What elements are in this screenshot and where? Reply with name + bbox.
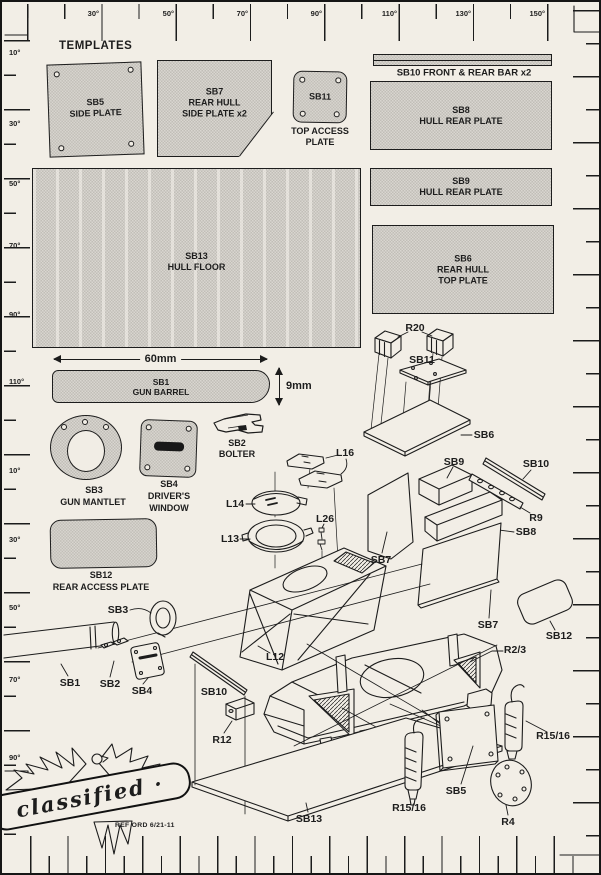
part-label-sb11: SB11: [409, 354, 435, 366]
template-sb9-hull-rear-plate: SB9 HULL REAR PLATE: [370, 168, 552, 206]
template-sb3-caption: SB3: [85, 485, 103, 495]
template-name: SIDE PLATE x2: [182, 108, 247, 119]
part-label-sb9: SB9: [443, 456, 465, 468]
ruler-top-label: 110°: [381, 9, 397, 18]
part-label-sb1: SB1: [59, 677, 81, 689]
rivet-hole-icon: [103, 424, 109, 430]
template-sb13-hull-floor: SB13 HULL FLOOR: [32, 168, 361, 348]
template-name: HULL REAR PLATE: [419, 115, 503, 126]
template-sb8-hull-rear-plate: SB8 HULL REAR PLATE: [370, 81, 552, 150]
part-label-r20: R20: [405, 322, 425, 334]
template-name: HULL REAR PLATE: [419, 187, 503, 197]
template-name: REAR HULL: [188, 97, 241, 108]
part-label-l14: L14: [225, 498, 245, 510]
rivet-hole-icon: [82, 419, 88, 425]
template-sb1-gun-barrel: SB1 GUN BARREL: [52, 370, 270, 403]
template-sb12-caption: SB12: [89, 570, 113, 580]
template-id: SB6: [454, 253, 472, 263]
part-label-r2-3: R2/3: [503, 644, 527, 656]
hull-group: [194, 633, 504, 815]
template-name: REAR HULL: [437, 264, 489, 274]
ruler-left-label: 70°: [9, 675, 21, 684]
template-id: SB13: [185, 250, 208, 261]
bottom-parts-group: [191, 684, 548, 822]
exhaust-and-top-plates-group: [363, 328, 473, 457]
template-sb11-caption: TOP ACCESS: [291, 126, 349, 136]
template-sb10-caption: SB10 FRONT & REAR BAR x2: [396, 67, 532, 79]
part-label-l26: L26: [315, 513, 335, 525]
template-sb11-caption: PLATE: [305, 137, 335, 147]
part-label-sb7-left: SB7: [370, 554, 392, 566]
ruler-top-label: 130°: [455, 9, 471, 18]
template-sb2-caption: SB2: [228, 438, 246, 448]
ruler-left-label: 90°: [9, 310, 21, 319]
part-label-l12: L12: [265, 651, 285, 663]
template-sb4-caption: SB4: [160, 479, 178, 489]
template-sb4-caption: WINDOW: [149, 503, 189, 513]
part-label-l13: L13: [220, 533, 240, 545]
template-sb12-caption: REAR ACCESS PLATE: [52, 582, 150, 592]
template-sb6-rear-hull-top-plate: SB6 REAR HULL TOP PLATE: [372, 225, 554, 314]
ruler-top-label: 150°: [529, 9, 545, 18]
template-sb7-rear-hull-side-plate: SB7 REAR HULL SIDE PLATE x2: [157, 60, 272, 157]
part-label-sb3: SB3: [107, 604, 129, 616]
ruler-top-label: 90°: [310, 9, 322, 18]
part-label-r15-16-right: R15/16: [536, 730, 570, 742]
ruler-left-label: 30°: [9, 119, 21, 128]
ruler-left-label: 50°: [9, 179, 21, 188]
part-label-sb4: SB4: [131, 685, 153, 697]
part-label-sb10-top: SB10: [522, 458, 550, 470]
part-label-r15-16-left: R15/16: [392, 802, 426, 814]
reference-number: REF ORD 6/21-11: [115, 822, 175, 829]
part-label-sb6: SB6: [473, 429, 495, 441]
ruler-top-label: 30°: [87, 9, 99, 18]
bolter-silhouette-icon: [213, 413, 264, 434]
part-label-sb7-right: SB7: [477, 619, 499, 631]
template-sb2-caption: BOLTER: [218, 449, 256, 459]
turret-frame-group: [239, 547, 387, 671]
gun-assembly-group: [3, 563, 431, 734]
dimension-value: 60mm: [139, 353, 182, 365]
ruler-left-label: 90°: [9, 753, 21, 762]
part-label-l16: L16: [335, 447, 355, 459]
dimension-arrow-9mm: 9mm: [275, 367, 312, 406]
ruler-left-label: 70°: [9, 241, 21, 250]
ruler-left-label: 50°: [9, 603, 21, 612]
part-label-r12: R12: [212, 734, 232, 746]
template-sb4-caption: DRIVER'S: [147, 491, 191, 501]
template-sb3-caption: GUN MANTLET: [60, 497, 126, 507]
template-id: SB1: [152, 376, 170, 387]
part-label-sb8: SB8: [515, 526, 537, 538]
part-label-r9: R9: [529, 512, 543, 524]
template-id: SB8: [452, 104, 470, 115]
template-sb3-gun-mantlet: [50, 415, 122, 480]
page-title: TEMPLATES: [59, 40, 133, 52]
rear-plates-group: [367, 457, 573, 631]
template-name: HULL FLOOR: [167, 261, 226, 272]
part-label-sb13: SB13: [295, 813, 323, 825]
template-name: TOP PLATE: [438, 275, 488, 285]
part-label-sb12: SB12: [545, 630, 573, 642]
ruler-left-label: 110°: [9, 377, 25, 386]
cupola-group: [239, 453, 348, 569]
template-id: SB9: [452, 176, 470, 186]
template-name: GUN BARREL: [132, 386, 190, 397]
ruler-left-label: 10°: [9, 466, 21, 475]
part-label-sb5: SB5: [445, 785, 467, 797]
template-sb10-front-rear-bar: [373, 54, 552, 66]
ruler-left-label: 10°: [9, 48, 21, 57]
part-label-r4: R4: [501, 816, 515, 828]
ruler-left-label: 30°: [9, 535, 21, 544]
ruler-top-label: 70°: [236, 9, 248, 18]
part-label-sb10-bottom: SB10: [200, 686, 228, 698]
rivet-hole-icon: [61, 424, 67, 430]
ruler-top-label: 50°: [162, 9, 174, 18]
dimension-value: 9mm: [286, 380, 312, 392]
part-label-sb2: SB2: [99, 678, 121, 690]
dimension-arrow-60mm: 60mm: [53, 353, 268, 365]
mantlet-opening: [67, 430, 105, 472]
ruler-corner-brackets: [4, 5, 599, 856]
template-id: SB7: [205, 86, 224, 97]
